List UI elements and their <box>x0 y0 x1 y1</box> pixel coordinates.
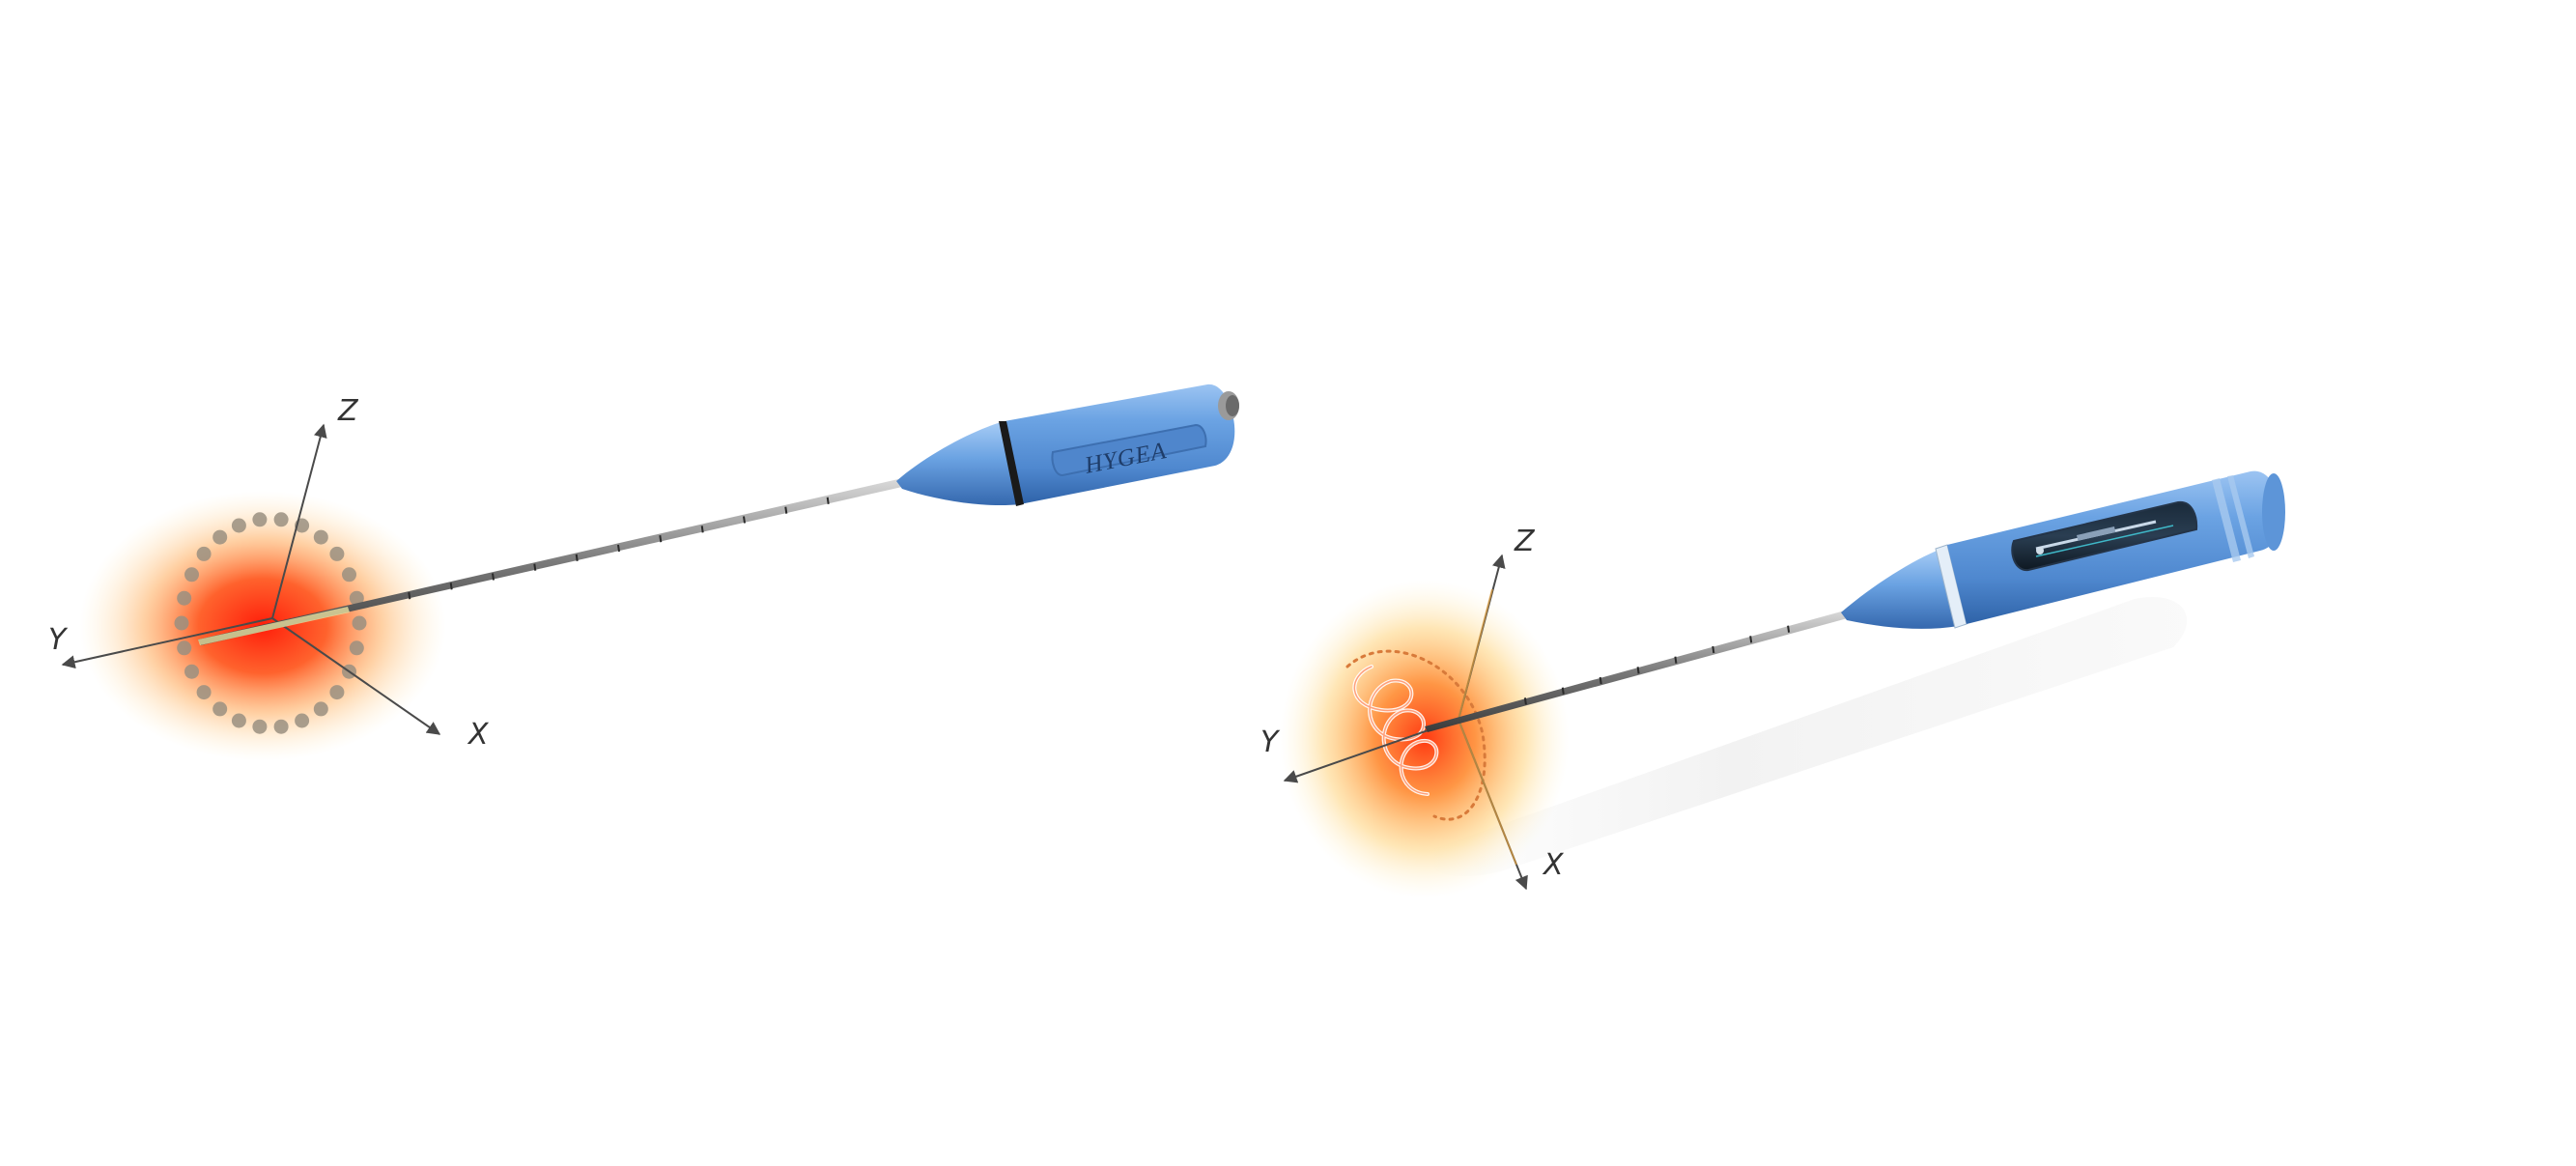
ring-dot <box>177 640 192 656</box>
needle-tick <box>1674 656 1678 664</box>
right-handle <box>1841 470 2285 629</box>
right-axis-x-label: X <box>1542 848 1565 882</box>
needle-tick <box>449 583 453 590</box>
ring-dot <box>212 529 228 545</box>
needle-tick <box>1561 687 1565 695</box>
left-needle-active-tip <box>198 607 350 645</box>
left-handle: HYGEA <box>896 384 1239 506</box>
needle-tick <box>408 592 411 600</box>
right-probe: Z Y X <box>1260 470 2285 898</box>
ring-dot <box>184 567 199 583</box>
left-axis-x <box>271 617 441 735</box>
ring-dot <box>252 512 268 527</box>
ring-dot <box>196 546 212 561</box>
ring-dot <box>231 713 246 728</box>
left-axis-y-label: Y <box>48 623 69 657</box>
ring-dot <box>349 590 364 606</box>
needle-tick <box>1636 667 1640 674</box>
ring-dot <box>273 719 289 734</box>
needle-tick <box>743 516 746 524</box>
left-needle-markings <box>408 497 830 600</box>
needle-tick <box>700 526 704 533</box>
ring-dot <box>295 713 310 728</box>
needle-tick <box>492 573 495 581</box>
needle-tick <box>533 563 537 571</box>
ring-dot <box>329 685 345 700</box>
left-axis-z <box>271 423 327 619</box>
left-axis-z-label: Z <box>337 394 359 428</box>
needle-tick <box>1523 697 1527 705</box>
needle-tick <box>826 497 830 504</box>
left-probe: Z Y X HYGEA <box>48 384 1239 761</box>
ring-dot <box>329 546 345 561</box>
needle-tick <box>784 506 788 514</box>
ring-dot <box>352 615 367 631</box>
right-dotted-arc <box>1345 649 1486 821</box>
right-needle <box>1425 611 1848 732</box>
ring-dot <box>212 701 228 717</box>
ring-dot <box>252 719 268 734</box>
left-axis-x-label: X <box>467 718 490 752</box>
right-handle-window <box>2011 500 2198 572</box>
right-probe-shadow <box>1428 597 2188 877</box>
ring-dot <box>184 664 199 679</box>
ring-dot <box>174 615 189 631</box>
left-needle <box>198 479 902 645</box>
ring-dot <box>196 685 212 700</box>
left-axis-y <box>61 617 273 669</box>
needle-tick <box>1787 625 1791 633</box>
needle-tick <box>1749 636 1753 643</box>
needle-tick <box>659 535 663 543</box>
ring-dot <box>177 590 192 606</box>
ring-dot <box>273 512 289 527</box>
ring-dot <box>349 640 364 656</box>
needle-tick <box>575 554 579 561</box>
needle-tick <box>617 544 620 553</box>
right-needle-markings <box>1523 625 1791 705</box>
ring-dot <box>313 701 328 717</box>
right-axis-y-label: Y <box>1260 725 1281 759</box>
ring-dot <box>313 529 328 545</box>
ring-dot <box>231 518 246 533</box>
needle-tick <box>1599 676 1602 685</box>
right-axis-z-label: Z <box>1514 525 1536 558</box>
ring-dot <box>342 567 356 583</box>
